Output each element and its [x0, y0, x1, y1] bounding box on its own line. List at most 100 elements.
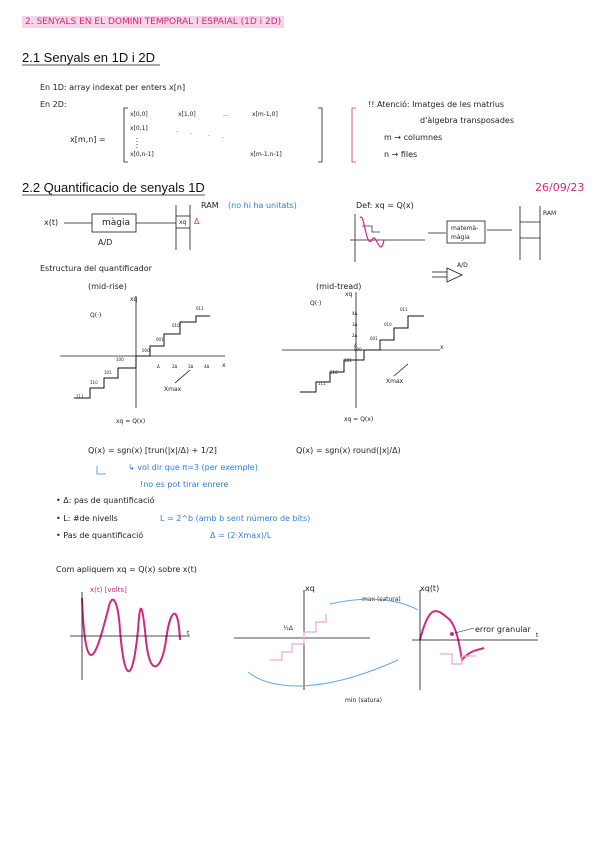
section-header: 2. SENYALS EN EL DOMINI TEMPORAL I ESPAI… [22, 16, 285, 28]
note-pi: ↳ vol dir que π=3 (per exemple) [128, 463, 258, 472]
xq-axis-label: xq [130, 296, 138, 303]
matrix-left-bracket [123, 107, 128, 163]
xq-eq-label: xq = Q(x) [344, 416, 374, 423]
min-satura-label: min (satura) [345, 697, 383, 704]
tick-label: 3Δ [188, 364, 194, 369]
section-22-title: 2.2 Quantificacio de senyals 1D [22, 180, 205, 195]
note-arrow [96, 466, 106, 475]
matrix-cell: x[m-1,n-1] [250, 151, 282, 158]
matematica-box [446, 220, 486, 244]
matrix-cell: ... [223, 111, 229, 118]
tick-label: 4Δ [352, 311, 358, 316]
matrix-right-bracket [318, 107, 323, 163]
matrix-dot: . [190, 129, 192, 136]
mid-rise-label: (mid-rise) [88, 282, 127, 291]
apply-title: Com apliquem xq = Q(x) sobre x(t) [56, 565, 197, 574]
xq-axis-label: xq [345, 291, 353, 298]
code-label: 101 [104, 370, 112, 375]
quantizer-staircase [74, 315, 210, 399]
estructura-title: Estructura del quantificador [40, 264, 152, 273]
note-rows: n → files [384, 150, 418, 159]
definition: Def: xq = Q(x) [356, 201, 414, 210]
xmax-arrow [393, 363, 409, 377]
magia-box-label: màgia [102, 218, 131, 228]
formula-mid-rise: Q(x) = sgn(x) [trun(|x|/Δ) + 1/2] [88, 446, 217, 455]
levels-formula: L = 2^b (amb b sent número de bits) [160, 514, 311, 523]
code-label: 111 [318, 381, 326, 386]
xqt-label: xq(t) [420, 584, 440, 593]
t-axis-label: t [536, 632, 539, 639]
matrix-dot: . [176, 127, 178, 134]
mid-tread-label: (mid-tread) [316, 282, 362, 291]
magia-box [91, 213, 137, 233]
transfer-staircase [270, 614, 327, 661]
bullet-levels: • L: #de nivells [56, 514, 118, 523]
bullet-step: • Pas de quantificació [56, 531, 144, 540]
tick-label: Δ [157, 364, 160, 369]
code-label: 000 [354, 347, 362, 352]
matrix-cell: x[0,1] [130, 125, 148, 132]
code-label: 000 [142, 348, 150, 353]
quantized-steps [440, 653, 476, 665]
delta-label: Δ [194, 217, 200, 226]
note-transposed: d'àlgebra transposades [420, 116, 514, 125]
matrix-cell: x[0,n-1] [130, 151, 154, 158]
q-label: Q(·) [310, 300, 322, 307]
code-label: 011 [400, 307, 408, 312]
matrix-dot: . [222, 133, 224, 140]
def-signal [359, 216, 385, 248]
ad-triangle [446, 267, 463, 283]
code-label: 001 [370, 336, 378, 341]
analog-signal [81, 597, 181, 673]
tick-label: 4Δ [204, 364, 210, 369]
error-granular-label: error granular [475, 625, 531, 634]
code-label: 100 [116, 357, 124, 362]
ram-label: RAM [201, 201, 219, 210]
note-attention: !! Atenció: Imatges de les matrius [368, 100, 505, 109]
matematica-label: matemà- màgia [451, 225, 479, 241]
code-label: 010 [172, 323, 180, 328]
min-arrow [247, 659, 399, 687]
max-arrow [329, 598, 419, 611]
x-axis-label: x [222, 362, 226, 369]
q-label: Q(·) [90, 312, 102, 319]
ad-right-label: A/D [457, 262, 468, 269]
half-delta-label: ½Δ [283, 625, 293, 632]
ram-note: (no hi ha unitats) [228, 201, 297, 210]
section-21-title: 2.1 Senyals en 1D i 2D [22, 50, 155, 65]
code-label: 111 [76, 394, 84, 399]
line-1d: En 1D: array indexat per enters x[n] [40, 83, 186, 92]
code-label: 001 [156, 337, 164, 342]
step-formula: Δ = (2·Xmax)/L [210, 531, 272, 540]
matrix-cell: x[1,0] [178, 111, 196, 118]
error-arrow [454, 627, 475, 634]
xq-eq-label: xq = Q(x) [116, 418, 146, 425]
formula-mid-tread: Q(x) = sgn(x) round(|x|/Δ) [296, 446, 401, 455]
ad-label: A/D [98, 238, 113, 247]
quantizer-staircase [300, 315, 424, 393]
quantized-signal [419, 610, 485, 663]
matrix-cell: x[m-1,0] [252, 111, 278, 118]
tick-label: 3Δ [352, 322, 358, 327]
date: 26/09/23 [535, 181, 585, 194]
tick-label: 2Δ [172, 364, 178, 369]
code-label: 010 [384, 322, 392, 327]
code-label: 011 [196, 306, 204, 311]
xmax-label: Xmax [164, 386, 182, 393]
ram-right-label: RAM [543, 210, 557, 217]
bullet-delta: • Δ: pas de quantificació [56, 496, 155, 505]
note-bracket [351, 107, 356, 163]
x-axis-label: x [440, 344, 444, 351]
xq-box-label: xq [179, 219, 187, 226]
t-axis-label: t [187, 630, 190, 637]
matrix-dot: . [208, 131, 210, 138]
xt-volts-label: x(t) [volts] [90, 586, 127, 594]
xmax-arrow [174, 369, 191, 384]
tick-label: Δ [354, 343, 357, 348]
note-columns: m → columnes [384, 133, 443, 142]
matrix-cell: x[0,0] [130, 111, 148, 118]
line-2d: En 2D: [40, 100, 67, 109]
xmax-label: Xmax [386, 378, 404, 385]
xq-mid-label: xq [305, 584, 315, 593]
